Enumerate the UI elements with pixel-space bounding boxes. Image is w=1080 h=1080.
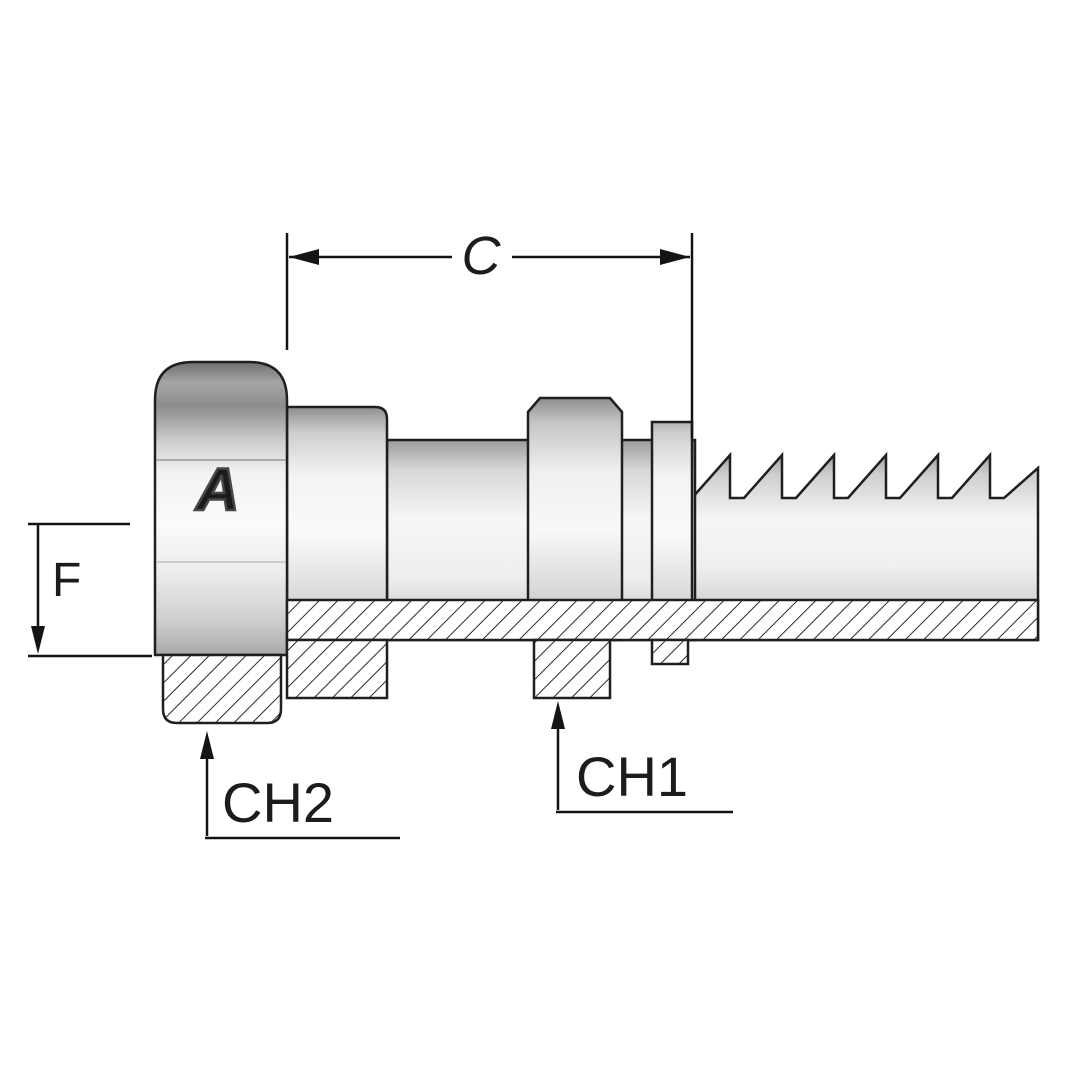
swivel-nut (153, 360, 289, 657)
section-collar-step (285, 638, 389, 700)
dimension-ch2: CH2 (200, 731, 400, 840)
c-label: C (462, 226, 502, 286)
c-arrow-right (660, 249, 690, 265)
section-hex-block (532, 638, 612, 700)
ch1-arrow-up (551, 701, 565, 729)
dimension-f: F (28, 522, 152, 658)
section-flange-notch (650, 638, 690, 666)
dimension-ch1: CH1 (551, 701, 733, 814)
hose-shank (690, 451, 1040, 642)
fitting-geometry (153, 360, 1040, 725)
dimension-c: C (285, 226, 694, 438)
brand-logo-icon: A (194, 456, 239, 523)
f-label: F (52, 554, 81, 607)
f-arrow-down (31, 626, 45, 654)
ch1-label: CH1 (576, 745, 688, 808)
ch2-arrow-up (200, 731, 214, 759)
ch2-label: CH2 (222, 771, 334, 834)
section-wall-strip (285, 598, 1040, 642)
collar (285, 405, 389, 642)
section-nut-flange (161, 653, 283, 725)
c-arrow-left (289, 249, 319, 265)
